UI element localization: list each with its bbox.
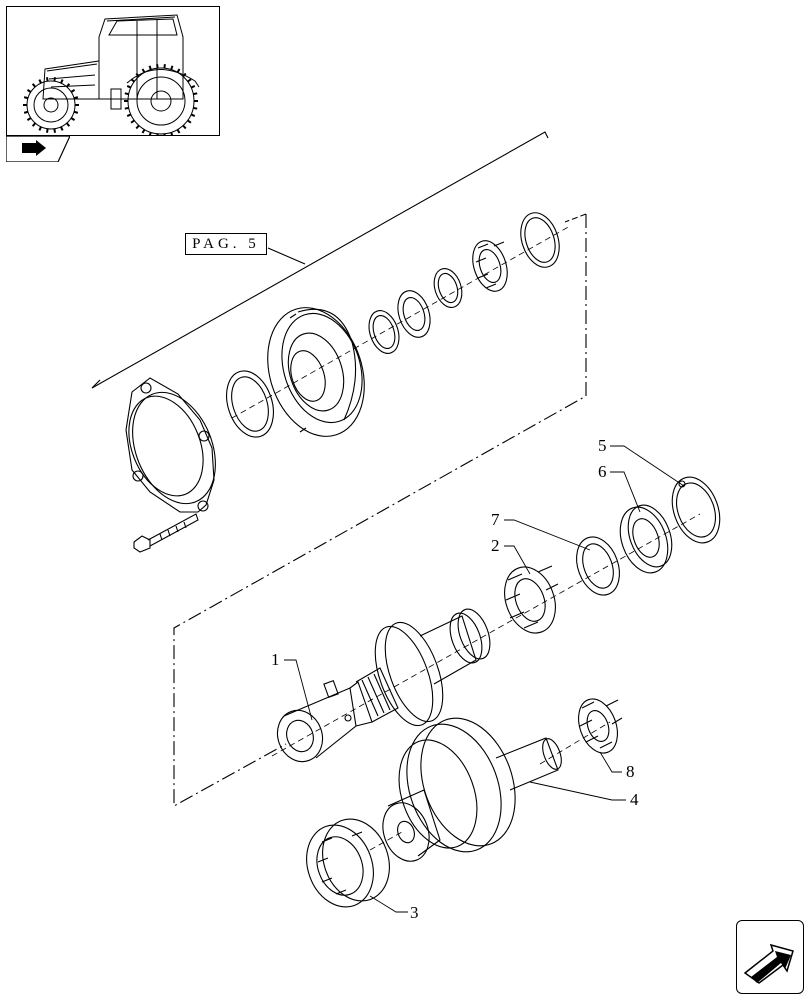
callout-4: 4	[630, 790, 639, 809]
upper-ring-b	[397, 290, 431, 338]
callout-2: 2	[491, 536, 500, 555]
callout-5: 5	[598, 436, 607, 455]
upper-ring-d	[520, 212, 560, 268]
tractor-illustration	[23, 14, 200, 138]
leader-3	[369, 895, 408, 913]
shaft-1	[276, 608, 491, 763]
dash-dot-frame	[173, 214, 587, 807]
callout-7: 7	[491, 510, 500, 529]
upper-snap-ring-1	[226, 370, 274, 438]
section-tab[interactable]	[5, 135, 71, 163]
upper-ring-c	[433, 268, 463, 308]
gear-shaft-4	[382, 717, 562, 862]
leader-7	[504, 519, 591, 551]
callout-3: 3	[410, 903, 419, 922]
circlip-5	[671, 476, 721, 544]
callout-8: 8	[626, 762, 635, 781]
needle-cage-2	[504, 565, 559, 634]
tractor-thumbnail	[6, 6, 220, 138]
ball-bearing-3	[306, 818, 390, 908]
assembly-frame	[91, 131, 549, 389]
callout-1: 1	[271, 650, 280, 669]
leader-4	[529, 781, 626, 801]
page-reference-label[interactable]: PAG. 5	[185, 233, 267, 255]
callout-6: 6	[598, 462, 607, 481]
leader-1	[284, 659, 313, 721]
leader-5	[610, 445, 685, 487]
upper-gear-bearing	[267, 307, 365, 437]
next-page-arrow-icon	[743, 943, 794, 984]
leader-2	[504, 545, 531, 575]
needle-cage-8	[578, 698, 623, 754]
next-page-button[interactable]	[736, 920, 804, 994]
snap-ring-7	[576, 536, 620, 596]
bolt	[133, 513, 199, 553]
leader-6	[610, 471, 641, 513]
leader-8	[599, 751, 622, 773]
upper-needle-cage	[472, 240, 508, 292]
upper-ring-a	[368, 310, 400, 354]
bearing-6	[619, 504, 673, 574]
housing-flange	[125, 377, 216, 513]
